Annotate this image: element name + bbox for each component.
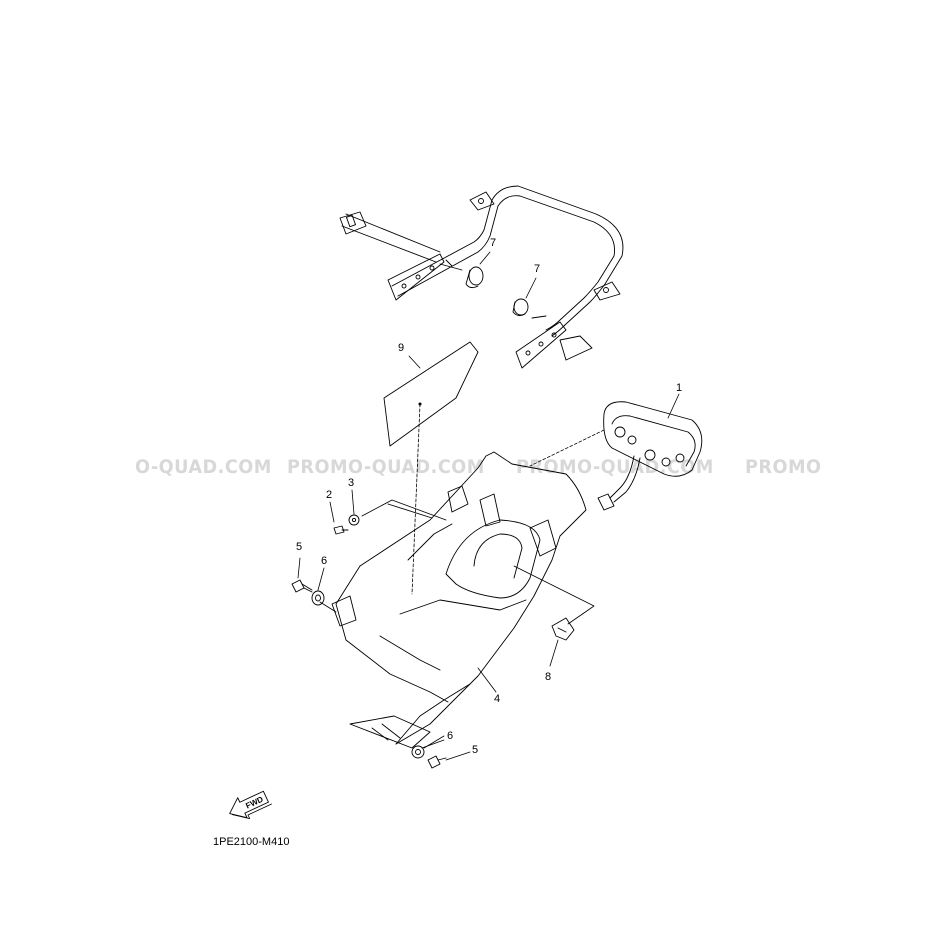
collar: [411, 745, 425, 759]
callout-7: 7: [490, 237, 497, 249]
watermark-text: PROMO-QUAD.COM: [516, 456, 714, 478]
leader-lines: [297, 251, 680, 761]
cable-clip: [551, 617, 575, 641]
watermark-text: PROMO: [745, 456, 822, 478]
rear-fender: [331, 451, 587, 749]
washer: [348, 514, 360, 526]
callout-3: 3: [348, 477, 355, 489]
warning-label-sheet: [383, 341, 479, 447]
fwd-arrow-icon: FWD: [229, 790, 272, 820]
callout-8: 8: [545, 671, 552, 683]
callout-9: 9: [398, 342, 405, 354]
screw: [333, 525, 349, 535]
callout-4: 4: [494, 693, 501, 705]
bolt: [291, 579, 313, 593]
diagram-code: 1PE2100-M410: [213, 836, 290, 848]
watermark-text: O-QUAD.COM: [135, 456, 272, 478]
callout-5: 5: [472, 744, 479, 756]
watermark-text: PROMO-QUAD.COM: [287, 456, 485, 478]
tail-light: [597, 401, 703, 511]
callout-1: 1: [676, 382, 683, 394]
collar: [311, 590, 325, 606]
bolt: [427, 755, 447, 769]
callout-6: 6: [447, 730, 454, 742]
callout-6: 6: [321, 555, 328, 567]
callout-7: 7: [534, 263, 541, 275]
callout-5: 5: [296, 541, 303, 553]
grab-bar: [339, 185, 624, 369]
callout-2: 2: [326, 489, 333, 501]
rubber-damper: [465, 266, 484, 289]
rubber-damper: [512, 298, 529, 317]
